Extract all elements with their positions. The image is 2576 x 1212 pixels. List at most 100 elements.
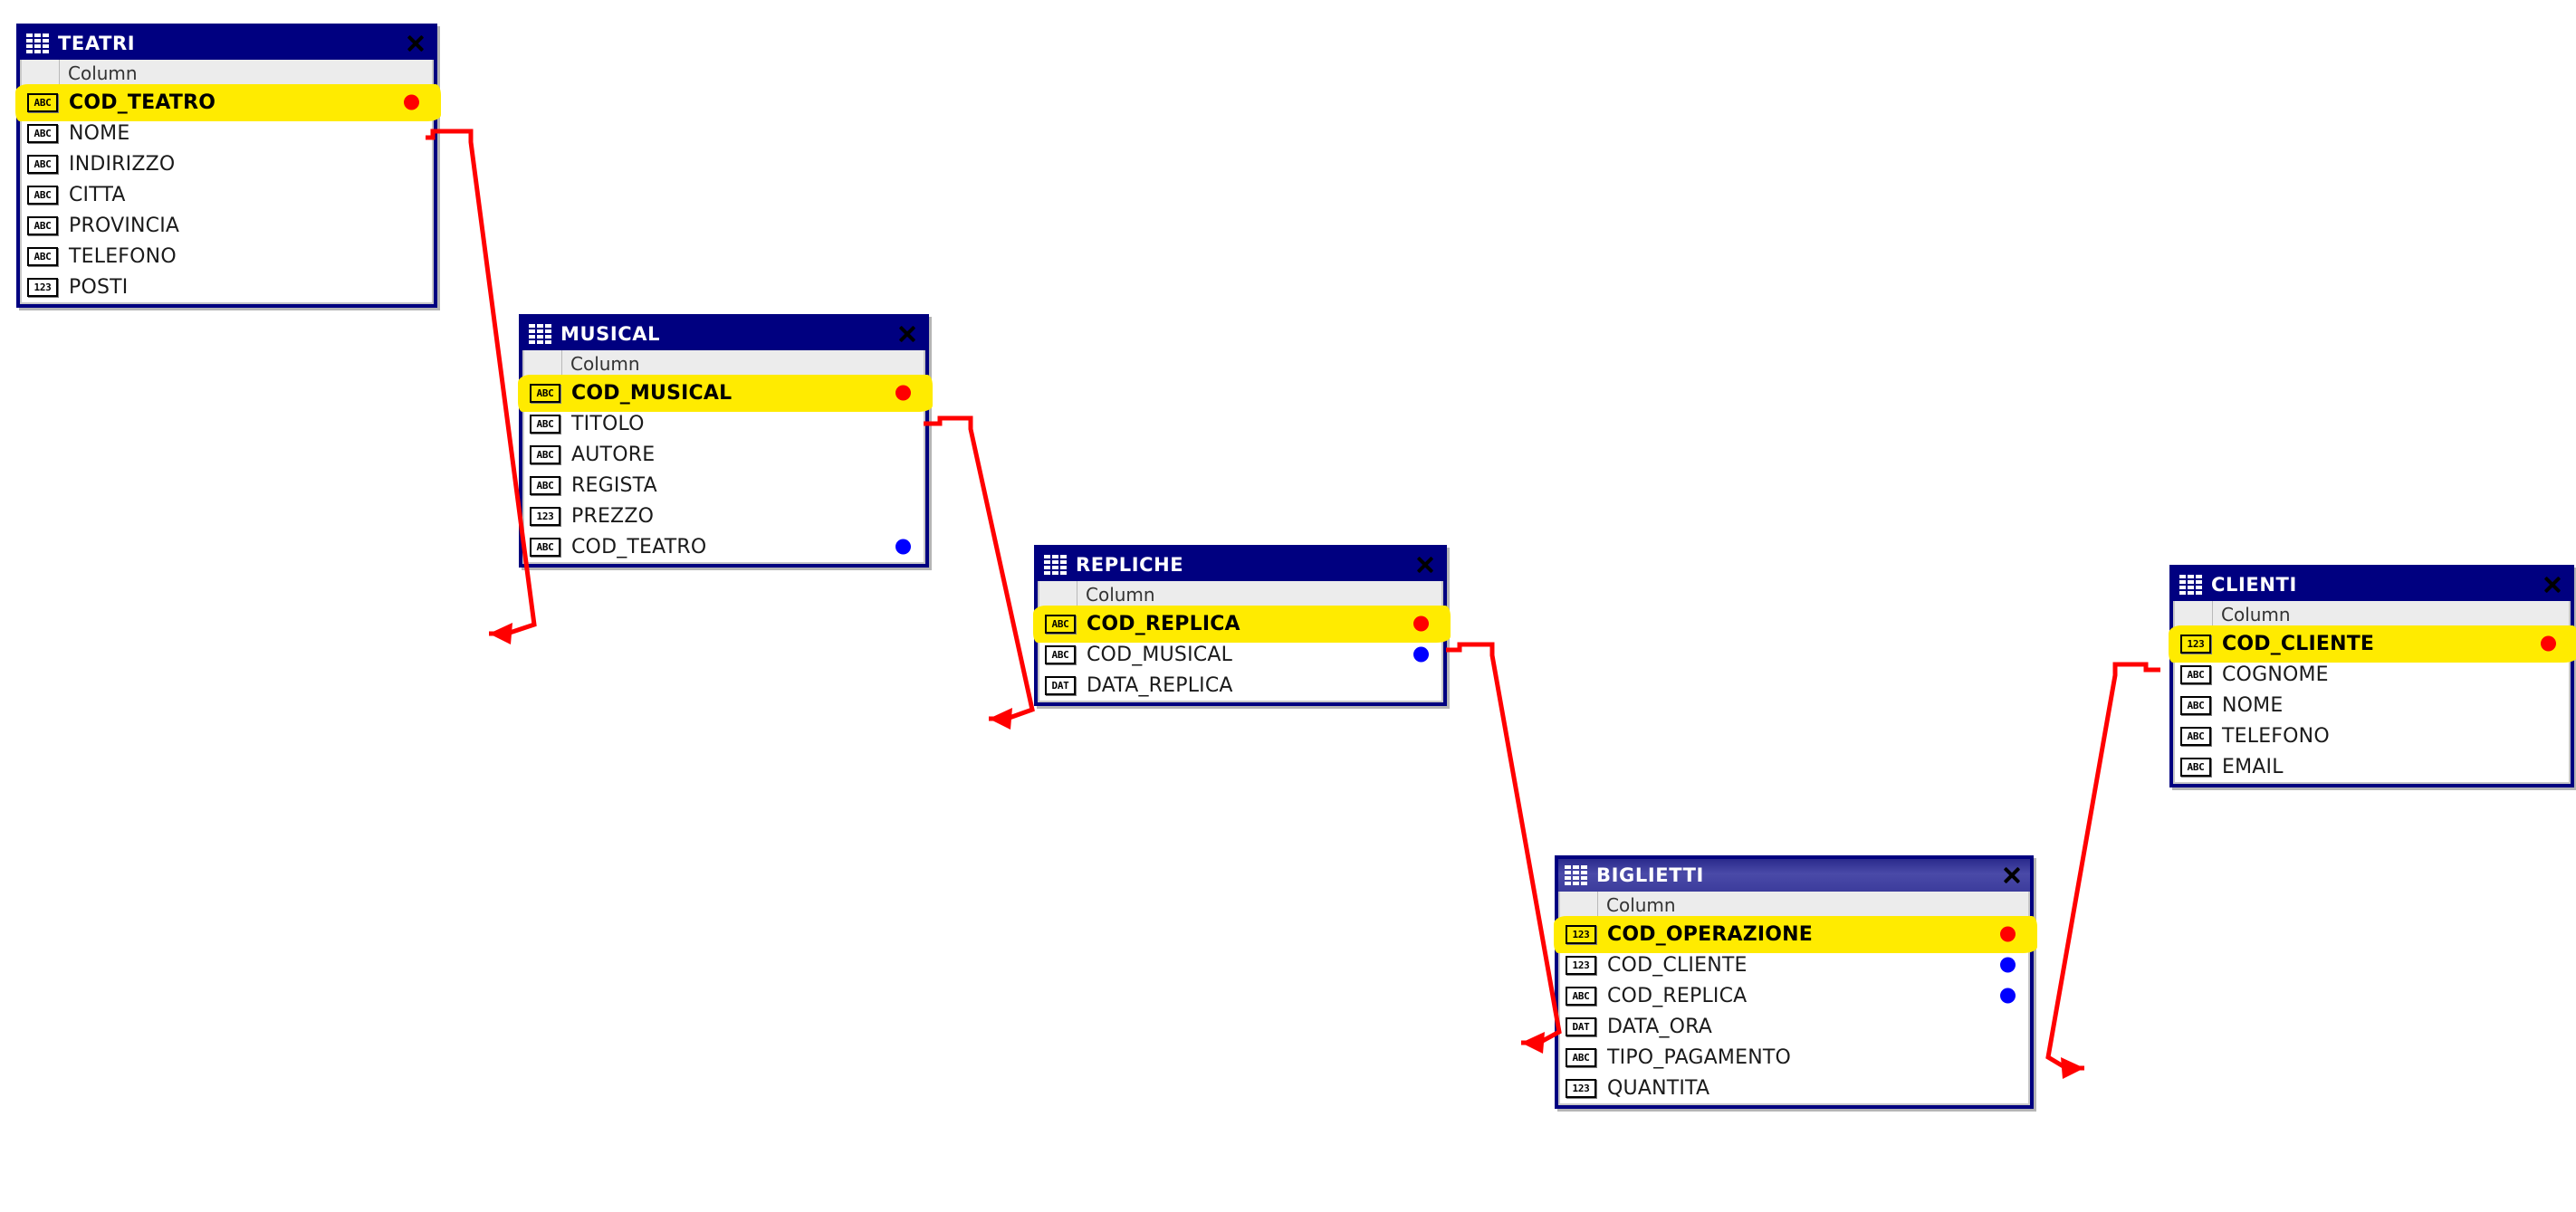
datatype-label: ABC	[536, 540, 554, 553]
column-name: COD_REPLICA	[1087, 612, 1240, 635]
datatype-abc-icon: ABC	[530, 475, 560, 495]
datatype-123-icon: 123	[1566, 924, 1596, 944]
datatype-abc-icon: ABC	[1566, 1047, 1596, 1067]
datatype-label: ABC	[34, 127, 52, 139]
datatype-label: DAT	[1572, 1020, 1590, 1033]
datatype-label: ABC	[536, 417, 554, 430]
datatype-abc-icon: ABC	[27, 154, 58, 174]
datatype-abc-icon: ABC	[27, 92, 58, 112]
column-name: AUTORE	[571, 443, 656, 466]
datatype-123-icon: 123	[530, 506, 560, 526]
table-title-bar[interactable]: BIGLIETTI	[1558, 859, 2030, 892]
column-name: EMAIL	[2222, 755, 2284, 778]
column-name: COD_MUSICAL	[1087, 643, 1233, 666]
close-icon[interactable]	[1415, 555, 1435, 575]
close-icon[interactable]	[2542, 575, 2562, 595]
table-title-bar[interactable]: MUSICAL	[522, 318, 925, 350]
column-row[interactable]: 123 COD_CLIENTE	[2169, 625, 2576, 663]
header-icon-cell	[22, 60, 60, 86]
datatype-label: 123	[536, 510, 554, 522]
datatype-label: 123	[1572, 959, 1590, 971]
close-icon[interactable]	[2002, 865, 2022, 885]
relationship-musical-to-repliche	[924, 415, 1035, 730]
column-row[interactable]: ABC TITOLO	[524, 408, 924, 439]
datatype-label: ABC	[2187, 730, 2205, 742]
datatype-label: ABC	[1051, 648, 1069, 661]
datatype-label: ABC	[2187, 760, 2205, 773]
datatype-label: ABC	[2187, 699, 2205, 711]
column-row[interactable]: 123 COD_CLIENTE	[1560, 950, 2028, 980]
datatype-label: ABC	[34, 96, 52, 109]
datatype-label: ABC	[34, 219, 52, 232]
column-name: INDIRIZZO	[69, 152, 176, 176]
header-icon-cell	[1560, 892, 1598, 918]
close-icon[interactable]	[406, 33, 426, 53]
table-grid-icon	[1044, 554, 1068, 576]
table-title: TEATRI	[58, 33, 136, 54]
datatype-label: ABC	[1051, 617, 1069, 630]
table-title-bar[interactable]: TEATRI	[20, 27, 434, 60]
column-name: COD_MUSICAL	[571, 381, 733, 405]
datatype-abc-icon: ABC	[530, 414, 560, 434]
table-title-bar[interactable]: CLIENTI	[2173, 568, 2571, 601]
column-row[interactable]: ABC COD_TEATRO	[15, 84, 441, 121]
datatype-123-icon: 123	[2180, 634, 2211, 654]
column-name: COD_CLIENTE	[1607, 953, 1748, 977]
column-row[interactable]: ABC COD_MUSICAL	[518, 375, 933, 412]
column-name: TITOLO	[571, 412, 645, 435]
foreign-key-dot	[1413, 646, 1429, 663]
datatype-label: ABC	[1572, 1051, 1590, 1064]
relationship-clienti-to-biglietti	[2045, 662, 2160, 1079]
column-name: CITTA	[69, 183, 126, 206]
column-list-header: Column	[2175, 601, 2569, 628]
column-row[interactable]: ABC COD_MUSICAL	[1039, 639, 1441, 670]
column-row[interactable]: ABC EMAIL	[2175, 751, 2569, 782]
datatype-abc-icon: ABC	[530, 383, 560, 403]
table-title: CLIENTI	[2211, 574, 2297, 596]
primary-key-dot	[895, 385, 911, 401]
column-name: NOME	[2222, 693, 2284, 717]
table-title: MUSICAL	[560, 323, 661, 345]
datatype-abc-icon: ABC	[2180, 757, 2211, 777]
table-grid-icon	[2179, 574, 2203, 596]
column-row[interactable]: ABC NOME	[2175, 690, 2569, 721]
column-name: POSTI	[69, 275, 129, 299]
foreign-key-dot	[2000, 988, 2016, 1004]
column-list-header: Column	[1560, 892, 2028, 919]
column-row[interactable]: ABC COD_REPLICA	[1033, 606, 1451, 643]
close-icon[interactable]	[897, 324, 917, 344]
column-name: COD_CLIENTE	[2222, 632, 2375, 655]
datatype-label: ABC	[536, 387, 554, 399]
column-name: TELEFONO	[69, 244, 177, 268]
foreign-key-dot	[895, 539, 911, 555]
relationship-arrowhead	[2061, 1057, 2084, 1079]
header-icon-cell	[524, 350, 562, 377]
table-title-bar[interactable]: REPLICHE	[1038, 549, 1443, 581]
column-name: COD_TEATRO	[69, 91, 216, 114]
column-row[interactable]: ABC INDIRIZZO	[22, 148, 432, 179]
